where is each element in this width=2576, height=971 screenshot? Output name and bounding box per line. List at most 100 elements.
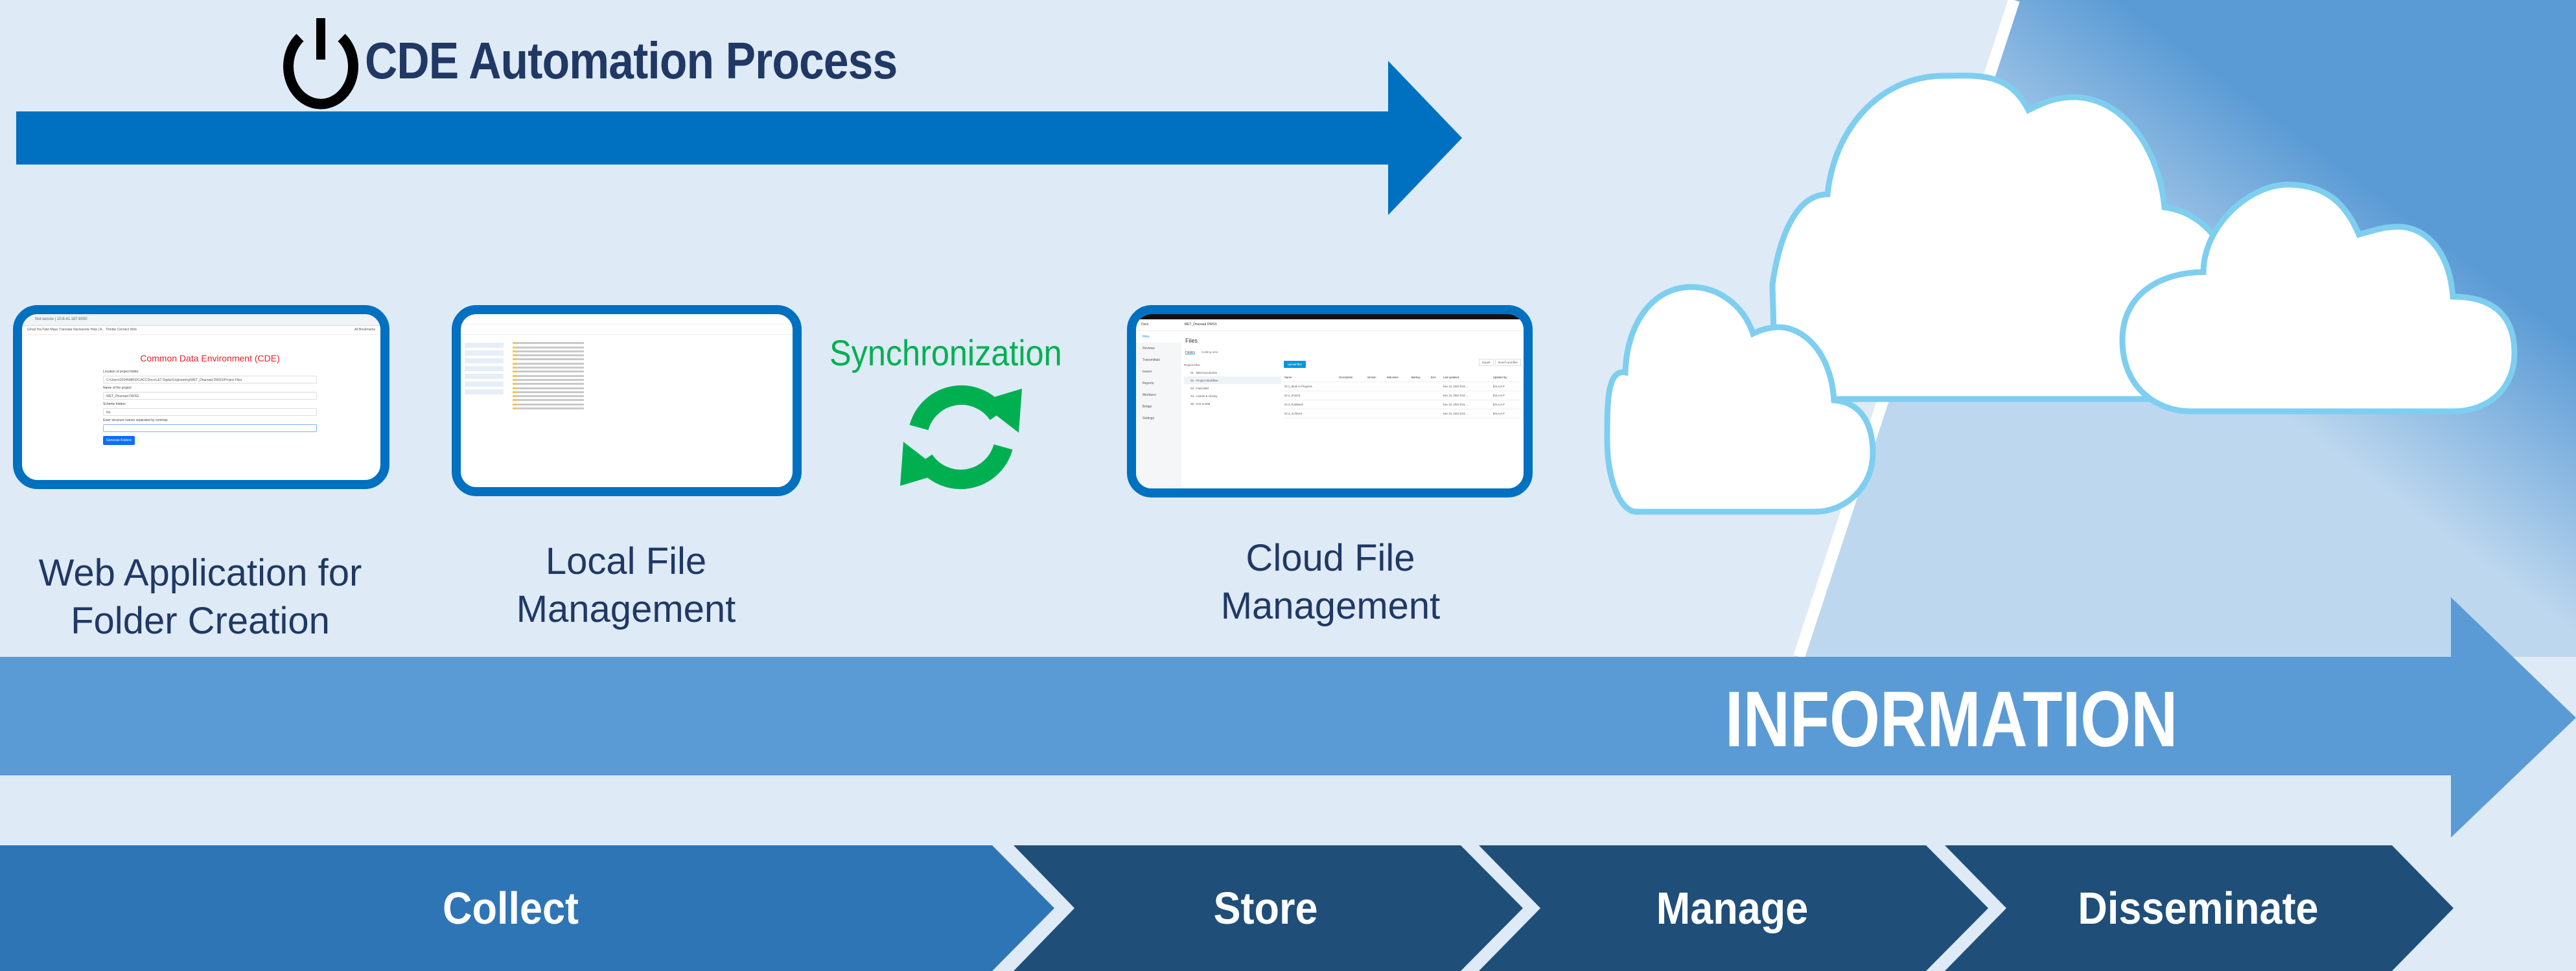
table-row[interactable]: 02.3_Published Nov 22, 2023 9:51 ...BALAJ… bbox=[1284, 400, 1521, 409]
files-table: Name Description Version Indicators Mark… bbox=[1284, 373, 1521, 418]
table-row[interactable]: 02.2_Shared Nov 22, 2023 9:52 ...BALAJI P bbox=[1284, 391, 1521, 400]
page-title: CDE Automation Process bbox=[365, 32, 898, 89]
column-header[interactable]: Markup bbox=[1410, 373, 1430, 382]
form-heading: Common Data Environment (CDE) bbox=[140, 353, 280, 363]
column-header[interactable]: Updated by bbox=[1492, 373, 1521, 382]
export-button[interactable]: Export bbox=[1479, 359, 1494, 366]
sidebar-item-reviews[interactable]: Reviews bbox=[1143, 347, 1155, 350]
sidebar-item-settings[interactable]: Settings bbox=[1143, 417, 1155, 420]
stage-store-shape bbox=[1014, 845, 1523, 971]
field-label: Name of the project bbox=[103, 386, 132, 390]
sidebar-item-members[interactable]: Members bbox=[1143, 393, 1156, 397]
tree-item[interactable]: 05 - GIS & BIM bbox=[1190, 402, 1211, 406]
sidebar-item-files[interactable]: Files bbox=[1136, 331, 1181, 343]
field-label: Enter structure names separated by comma… bbox=[103, 418, 168, 422]
step-label-line: Management bbox=[516, 588, 736, 630]
tree-item[interactable]: 03 - Field BIM bbox=[1190, 386, 1209, 390]
docs-header: Docs WET_Dharwad DWSS bbox=[1136, 319, 1524, 331]
generate-folders-button[interactable]: Generate Folders bbox=[103, 436, 135, 445]
column-header[interactable]: Name bbox=[1284, 373, 1339, 382]
step-label-line: Web Application for bbox=[38, 552, 362, 594]
row-updated-by: BALAJI P bbox=[1492, 400, 1521, 409]
row-name[interactable]: 02.3_Published bbox=[1284, 400, 1339, 409]
column-header[interactable]: Size bbox=[1430, 373, 1443, 382]
explorer-address-bar bbox=[461, 325, 793, 335]
step-label-line: Cloud File bbox=[1246, 537, 1415, 579]
sidebar-item-issues[interactable]: Issues bbox=[1143, 370, 1152, 374]
app-top-bar bbox=[1136, 314, 1524, 319]
row-name[interactable]: 02.4_Archived bbox=[1284, 409, 1339, 418]
web-app-screenshot: Not secure | 10.8.41.187:8000 Gmail YouT… bbox=[13, 305, 389, 489]
stage-disseminate: Disseminate bbox=[2078, 883, 2319, 933]
process-arrow bbox=[16, 61, 1462, 215]
file-explorer-screenshot bbox=[452, 305, 802, 496]
step-label-line: Local File bbox=[545, 540, 707, 582]
column-header[interactable]: Description bbox=[1338, 373, 1367, 382]
bookmarks-bar: Gmail YouTube Maps Translate Navisworks … bbox=[22, 326, 380, 335]
sidebar-item-bridge[interactable]: Bridge bbox=[1143, 405, 1152, 409]
sidebar-item-reports[interactable]: Reports bbox=[1143, 382, 1154, 385]
docs-sidebar: Files Reviews Transmittals Issues Report… bbox=[1136, 331, 1181, 488]
stage-manage-shape bbox=[1479, 845, 1988, 971]
tree-item[interactable]: 04 - Assets & Library bbox=[1190, 394, 1218, 398]
field-label: Location of project folder bbox=[103, 370, 139, 374]
location-input[interactable]: C:\Users\20345985\DC\ACCDocs\L&T Digital… bbox=[103, 376, 317, 383]
folder-list bbox=[513, 340, 584, 411]
field-label: Scheme folders bbox=[103, 402, 126, 406]
step-label-line: Management bbox=[1220, 585, 1441, 627]
row-name[interactable]: 02.1_Work In Progress bbox=[1284, 382, 1339, 391]
row-updated: Nov 22, 2023 9:52 ... bbox=[1442, 409, 1492, 418]
column-header[interactable]: Version bbox=[1366, 373, 1386, 382]
explorer-nav-pane bbox=[461, 340, 507, 397]
folder-tree: Project Files 01 - BIM Documents 02 - Pr… bbox=[1184, 361, 1281, 407]
column-header[interactable]: Last updated bbox=[1442, 373, 1492, 382]
sync-arrowhead-top bbox=[979, 389, 1022, 433]
tab-holding-area[interactable]: Holding area bbox=[1201, 350, 1218, 354]
sync-arrowhead-bottom bbox=[900, 442, 944, 486]
table-header: Name Description Version Indicators Mark… bbox=[1284, 373, 1521, 382]
stage-collect: Collect bbox=[442, 883, 579, 933]
browser-address-bar: Not secure | 10.8.41.187:8000 bbox=[22, 314, 380, 326]
row-updated: Nov 22, 2023 9:52 ... bbox=[1442, 382, 1492, 391]
step-label-line: Folder Creation bbox=[71, 600, 330, 642]
project-selector[interactable]: WET_Dharwad DWSS bbox=[1184, 323, 1217, 326]
information-arrow bbox=[0, 597, 2576, 838]
structure-names-input[interactable] bbox=[103, 424, 317, 432]
cloud-docs-screenshot: Docs WET_Dharwad DWSS Files Reviews Trans… bbox=[1127, 305, 1533, 497]
row-updated: Nov 22, 2023 9:51 ... bbox=[1442, 400, 1492, 409]
cloud-icon bbox=[1604, 73, 2518, 515]
module-selector[interactable]: Docs bbox=[1141, 323, 1149, 326]
project-name-input[interactable]: WET_Dharwad DWSS bbox=[103, 392, 317, 400]
search-filter-button[interactable]: Search and filter bbox=[1494, 359, 1521, 366]
table-row[interactable]: 02.1_Work In Progress Nov 22, 2023 9:52 .… bbox=[1284, 382, 1521, 391]
stage-manage: Manage bbox=[1656, 883, 1809, 933]
column-header[interactable]: Indicators bbox=[1386, 373, 1411, 382]
all-bookmarks: All Bookmarks bbox=[354, 328, 375, 332]
docs-tabs: Folders Holding area bbox=[1185, 350, 1225, 354]
row-updated-by: BALAJI P bbox=[1492, 391, 1521, 400]
row-updated-by: BALAJI P bbox=[1492, 409, 1521, 418]
sidebar-item-transmittals[interactable]: Transmittals bbox=[1143, 358, 1161, 362]
stage-collect-shape bbox=[0, 845, 1054, 971]
tab-folders[interactable]: Folders bbox=[1185, 350, 1196, 354]
tree-item[interactable]: 01 - BIM Documents bbox=[1190, 371, 1218, 374]
upload-files-button[interactable]: Upload files bbox=[1284, 361, 1306, 368]
scheme-folders-select[interactable]: No bbox=[103, 408, 317, 416]
cde-form: Common Data Environment (CDE) Location o… bbox=[103, 353, 317, 445]
row-updated: Nov 22, 2023 9:52 ... bbox=[1442, 391, 1492, 400]
row-name[interactable]: 02.2_Shared bbox=[1284, 391, 1339, 400]
table-row[interactable]: 02.4_Archived Nov 22, 2023 9:52 ...BALAJI… bbox=[1284, 409, 1521, 418]
row-updated-by: BALAJI P bbox=[1492, 382, 1521, 391]
explorer-toolbar bbox=[461, 314, 793, 325]
tree-item[interactable]: 02 - Project Workflow bbox=[1184, 376, 1281, 384]
power-icon bbox=[283, 18, 358, 109]
tree-item[interactable]: Project Files bbox=[1184, 363, 1200, 367]
sync-label: Synchronization bbox=[830, 332, 1062, 373]
